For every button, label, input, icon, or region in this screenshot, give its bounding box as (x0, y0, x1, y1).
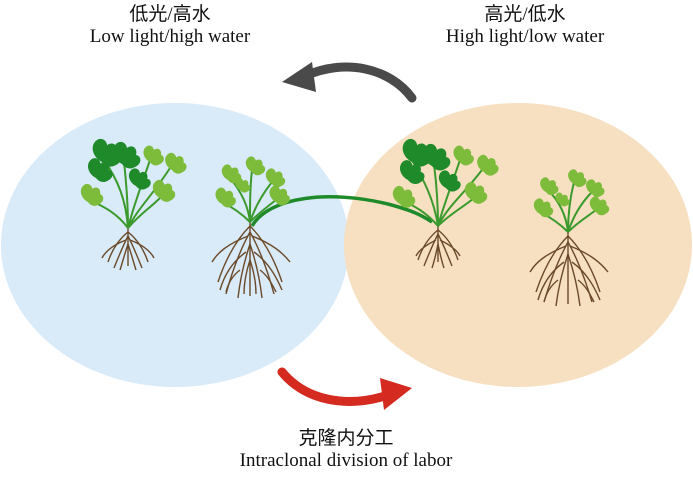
top-left-arrow (282, 62, 417, 103)
label-intraclonal-division: 克隆内分工 Intraclonal division of labor (196, 428, 496, 472)
plant-high-light-parent (392, 138, 499, 269)
right-environment-circle (344, 103, 692, 387)
label-high-light-low-water: 高光/低水 High light/low water (380, 4, 670, 48)
label-left-zh: 低光/高水 (129, 4, 211, 25)
left-environment-circle (1, 103, 349, 387)
label-low-light-high-water: 低光/高水 Low light/high water (30, 4, 310, 48)
plant-low-light-parent (80, 138, 187, 271)
label-right-en: High light/low water (445, 26, 605, 47)
plant-high-light-daughter (529, 169, 610, 307)
label-left-en: Low light/high water (89, 26, 251, 47)
plant-low-light-daughter (211, 156, 291, 299)
label-bottom-en: Intraclonal division of labor (239, 450, 453, 471)
label-bottom-zh: 克隆内分工 (298, 428, 394, 449)
label-right-zh: 高光/低水 (484, 4, 566, 25)
stolon-connection (250, 195, 433, 227)
bottom-right-arrow (277, 367, 412, 410)
